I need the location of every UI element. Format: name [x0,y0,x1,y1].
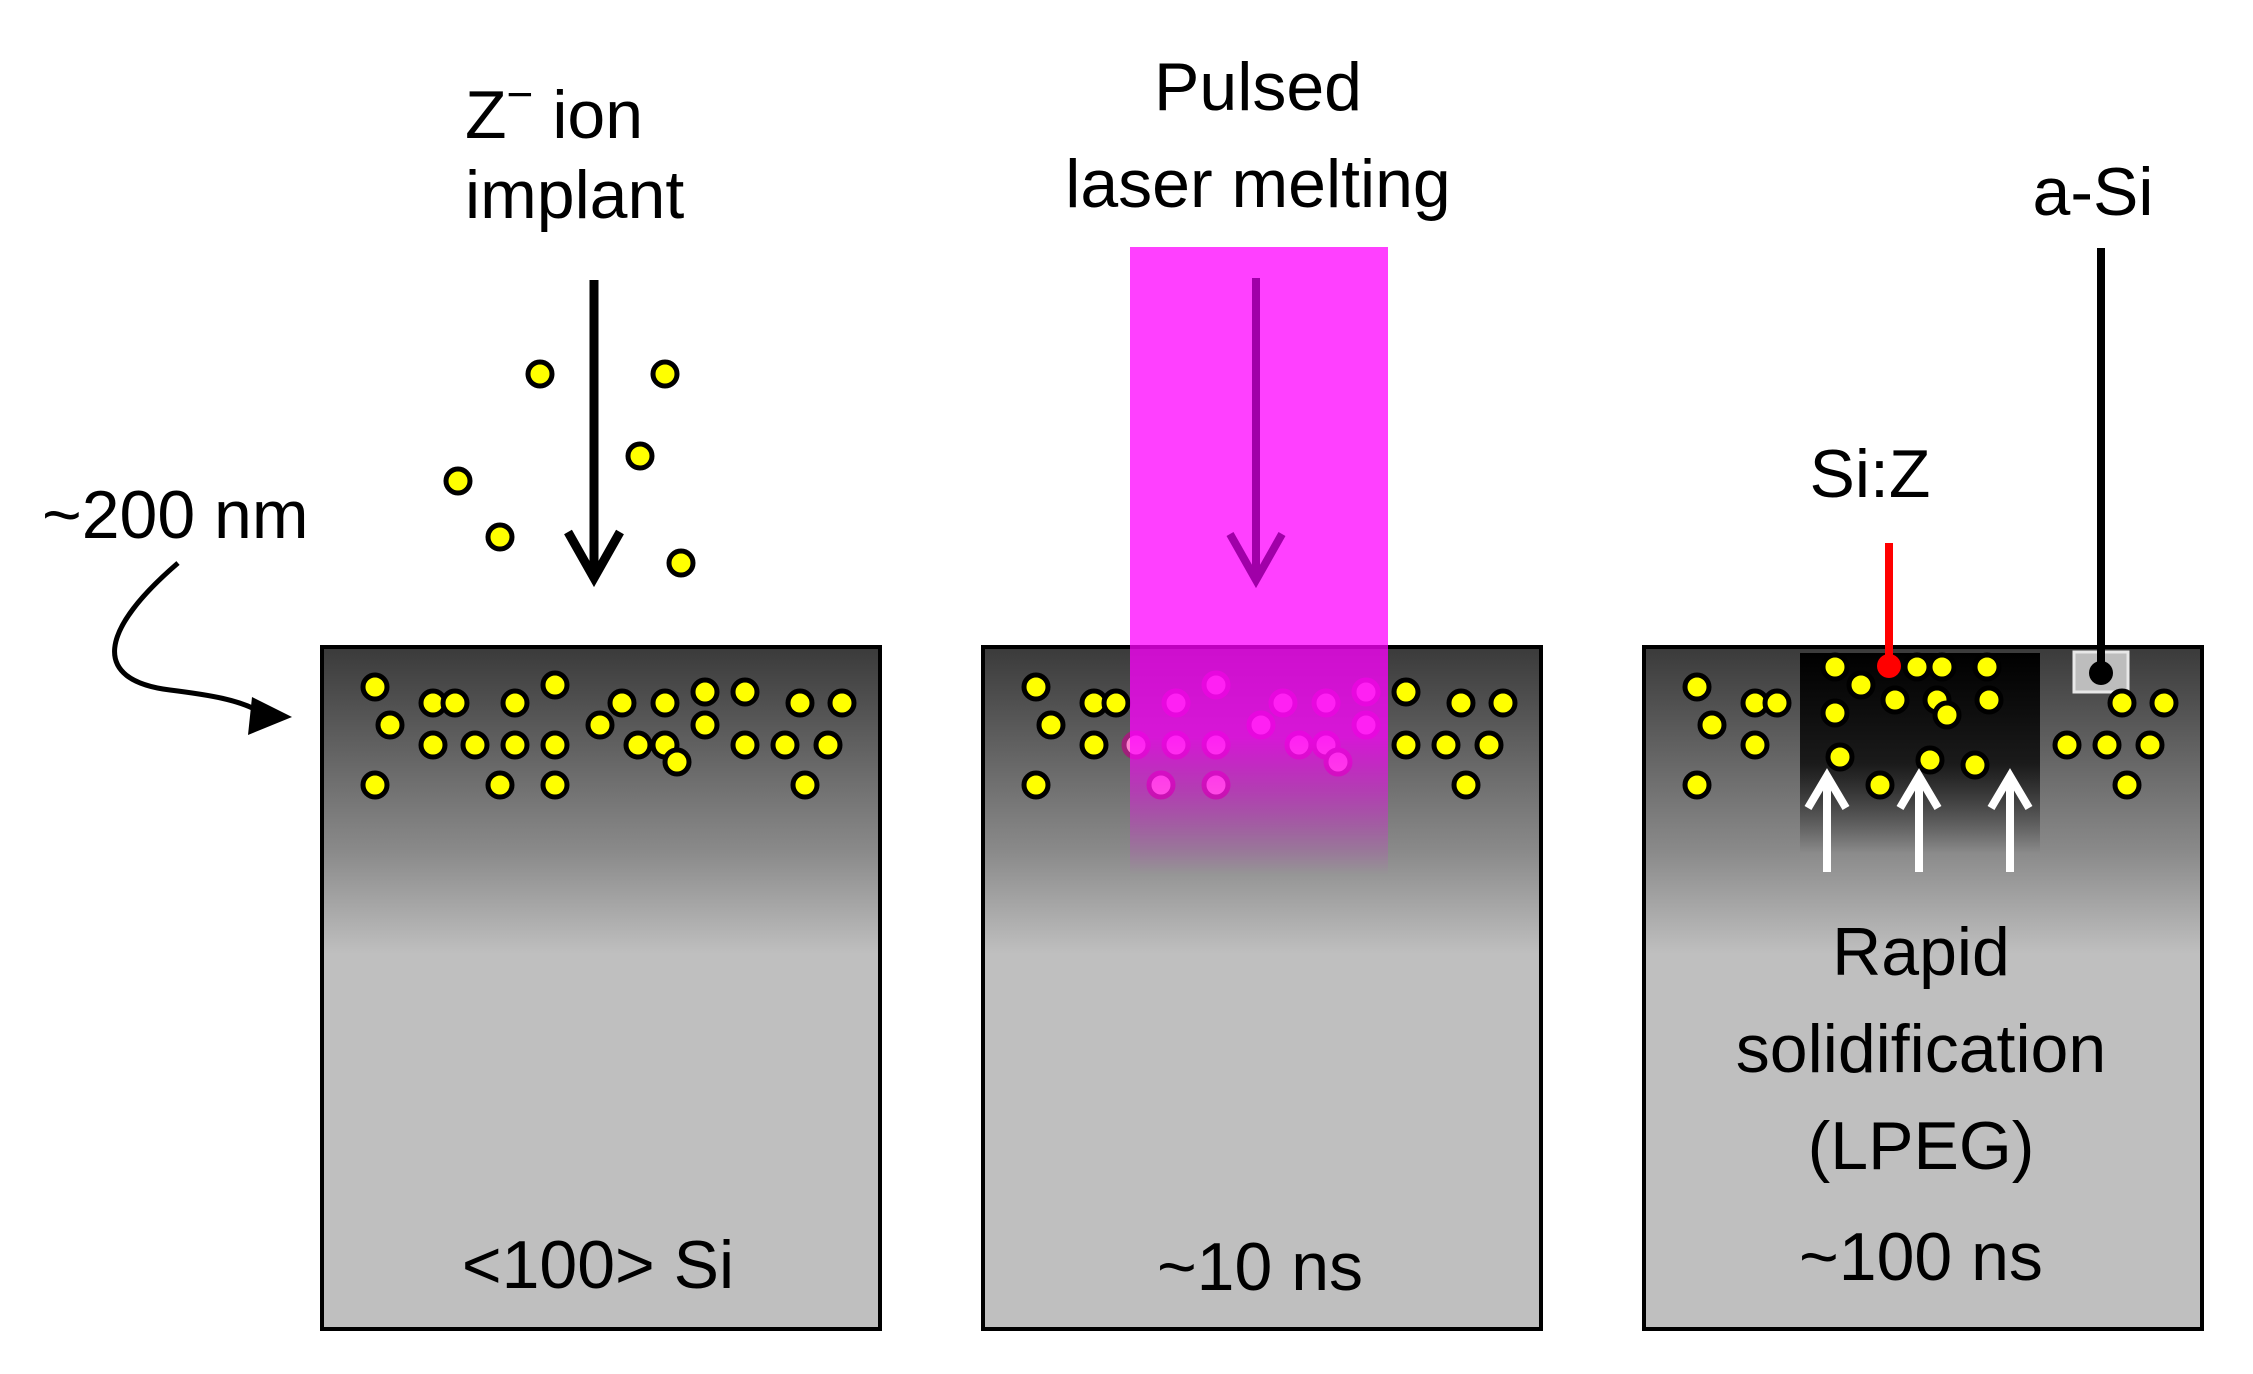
dopant-atom [440,688,470,718]
falling-ions [443,359,696,578]
dopant-atom [585,710,615,740]
time-label-3: ~100 ns [1799,1219,2043,1295]
dopant-atom [2092,730,2122,760]
dopant-atom [730,677,760,707]
process-label-line2: solidification [1736,1011,2106,1087]
dopant-atom [2052,730,2082,760]
dopant-atom [690,710,720,740]
dopant-atom [813,730,843,760]
dopant-atom [1825,742,1855,772]
up-arrow [1896,768,1942,872]
depth-label: ~200 nm [42,477,309,553]
dopant-atom [460,730,490,760]
dopant-atom [1021,770,1051,800]
dopant-atom [1972,652,2002,682]
dopant-atom [1021,672,1051,702]
implant-label: Z− ion [465,68,643,153]
dopant-atom [1865,770,1895,800]
laser-label-line1: Pulsed [1154,49,1362,125]
siz-pointer-dot [1877,654,1901,678]
dopant-atom [1932,700,1962,730]
dopant-atom [375,710,405,740]
dopant-atom [2107,688,2137,718]
laser-arrow [1226,278,1286,589]
dopant-atom [1488,688,1518,718]
dopant-atom [650,688,680,718]
asi-pointer-dot [2089,661,2113,685]
dopant-atom [607,688,637,718]
dopant-atom [540,670,570,700]
dopant-atom [1740,730,1770,760]
dopant-atom [360,770,390,800]
panel-laser: Pulsed laser melting ~10 ns [981,49,1543,1331]
dopant-atom [1846,670,1876,700]
solidification-arrows [1804,768,2033,872]
dopant-atom [730,730,760,760]
laser-label-line2: laser melting [1065,146,1451,222]
dopant-atom [623,730,653,760]
time-label-2: ~10 ns [1157,1229,1363,1305]
dopant-atom [2112,770,2142,800]
falling-ion [485,522,515,552]
falling-ion [666,548,696,578]
falling-ion [443,466,473,496]
dopant-atom [1079,730,1109,760]
dopant-atom [1960,750,1990,780]
depth-arrow [112,561,262,715]
dopant-atom [2149,688,2179,718]
dopant-atom [1880,685,1910,715]
substrate-block-1 [320,645,882,1331]
up-arrow [1804,768,1850,872]
dopant-atom [1682,770,1712,800]
dopant-atom [790,770,820,800]
falling-ion [650,359,680,389]
dopant-atom [1697,710,1727,740]
dopant-atom [1451,770,1481,800]
dopant-atom [1431,730,1461,760]
dopant-atom [418,730,448,760]
dopant-atom [770,730,800,760]
panel-implant: Z− ion implant ~200 nm <100> Si [42,68,882,1331]
dopant-atom [785,688,815,718]
dopant-atom [1762,688,1792,718]
process-label-line3: (LPEG) [1808,1108,2035,1184]
dopant-atom [1391,730,1421,760]
dopant-layer-3 [1682,652,2179,800]
substrate-label: <100> Si [462,1227,734,1303]
dopant-atom [662,747,692,777]
dopant-atom [1927,652,1957,682]
dopant-atom [1446,688,1476,718]
dopant-atom [1391,677,1421,707]
dopant-atom [540,770,570,800]
dopant-atom [500,688,530,718]
asi-label: a-Si [2033,154,2154,230]
dopant-atom [1101,688,1131,718]
dopant-atom [360,672,390,702]
dopant-atom [1820,698,1850,728]
siz-label: Si:Z [1810,436,1931,512]
dopant-atom [1974,685,2004,715]
dopant-atom [1682,672,1712,702]
dopant-atom [1820,652,1850,682]
dopant-atom [1474,730,1504,760]
falling-ion [625,441,655,471]
panel-solidification: Si:Z a-Si Rapid solidification (LPEG) ~1… [1642,154,2204,1331]
dopant-atom [540,730,570,760]
dopant-atom [1915,745,1945,775]
implant-arrow [564,280,624,588]
process-label-line1: Rapid [1832,914,2010,990]
implant-label-line2: implant [465,157,684,233]
falling-ion [525,359,555,389]
depth-arrow-head [248,697,292,735]
dopant-layer-1 [360,670,857,800]
dopant-atom [485,770,515,800]
dopant-atom [500,730,530,760]
up-arrow [1987,768,2033,872]
dopant-atom [690,677,720,707]
dopant-atom [827,688,857,718]
dopant-atom [1902,652,1932,682]
dopant-atom [1036,710,1066,740]
dopant-atom [2135,730,2165,760]
